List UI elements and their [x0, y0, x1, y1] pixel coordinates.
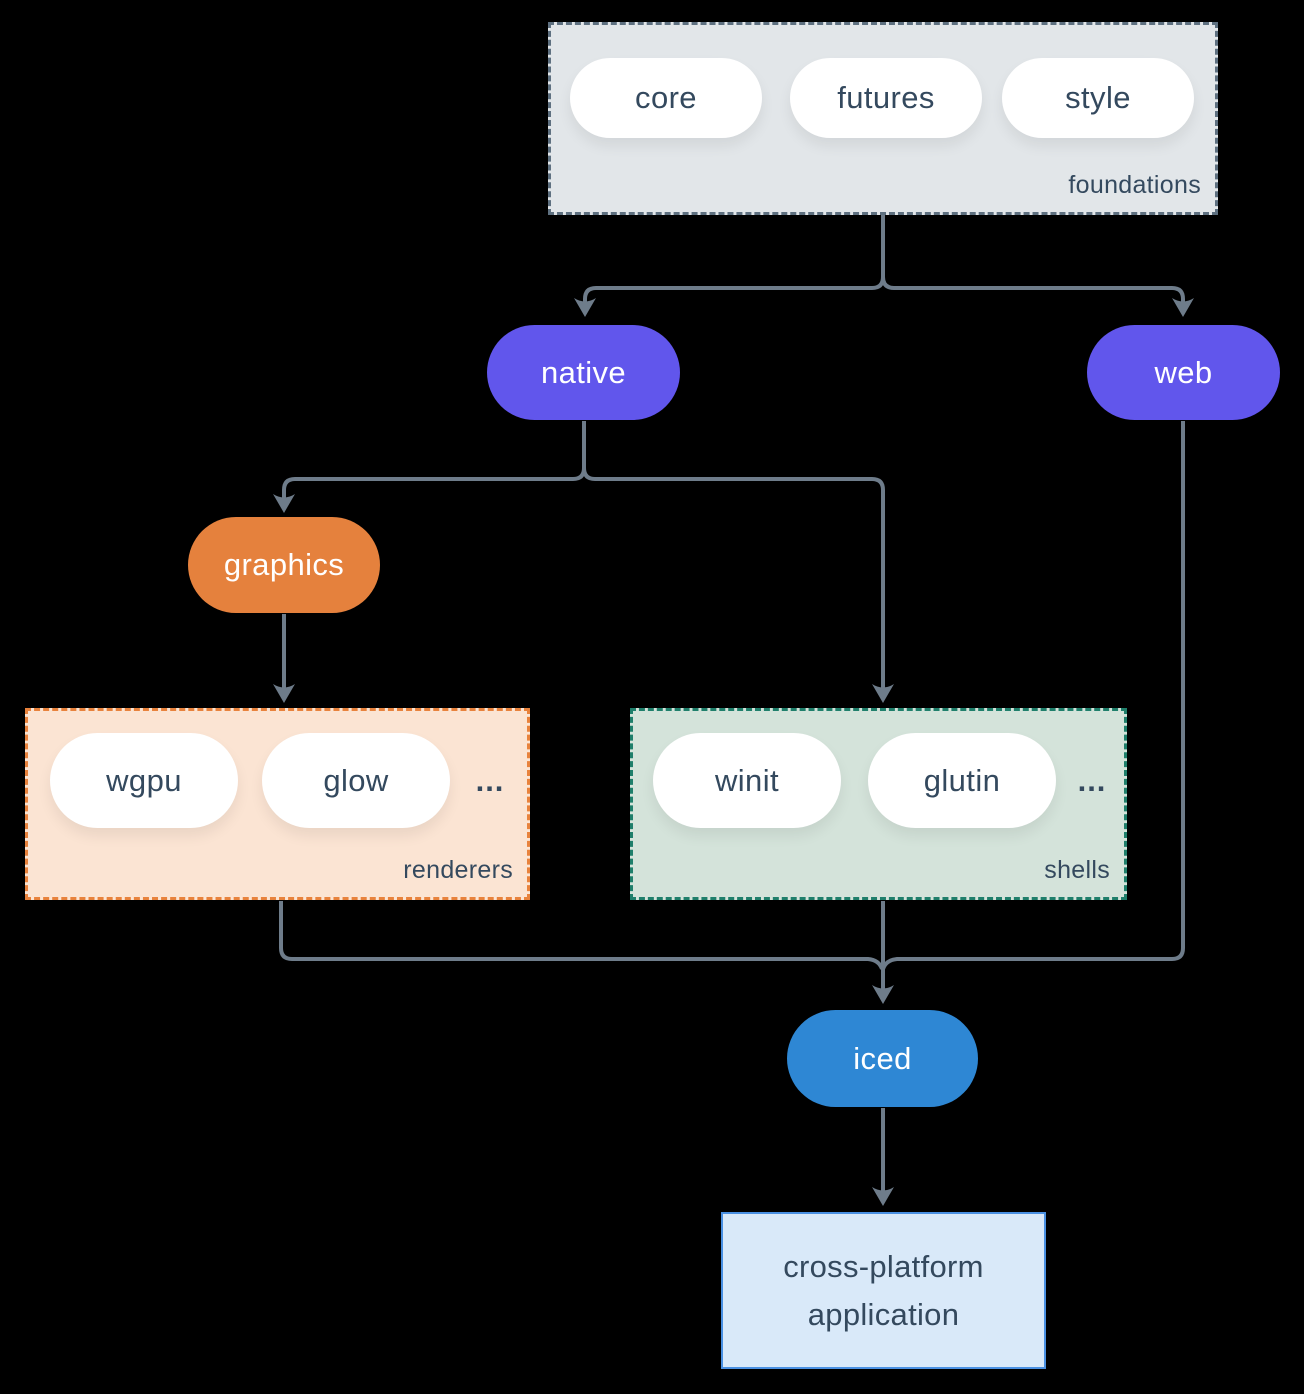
- node-web: web: [1087, 325, 1280, 420]
- node-futures-label: futures: [837, 80, 935, 115]
- arrowhead-web: [1172, 298, 1194, 317]
- shells-ellipsis: ...: [1077, 762, 1107, 798]
- node-application-label: cross-platform application: [783, 1248, 984, 1332]
- node-core: core: [570, 58, 762, 138]
- arrowhead-native: [574, 298, 596, 317]
- node-winit-label: winit: [714, 762, 779, 798]
- node-glow: glow: [262, 733, 450, 828]
- connector-web-iced: [881, 421, 1185, 970]
- node-web-label: web: [1154, 354, 1213, 390]
- arrowhead-shells: [872, 684, 894, 703]
- node-native: native: [487, 325, 680, 420]
- node-style-label: style: [1065, 80, 1131, 115]
- arrowhead-iced: [872, 985, 894, 1004]
- foundations-group-label: foundations: [1068, 171, 1201, 199]
- node-wgpu: wgpu: [50, 733, 238, 828]
- node-futures: futures: [790, 58, 982, 138]
- node-iced-label: iced: [853, 1040, 912, 1076]
- node-style: style: [1002, 58, 1194, 138]
- connector-foundations-native: [583, 215, 885, 303]
- shells-group-label: shells: [1044, 856, 1110, 884]
- connector-native-shells: [582, 421, 885, 689]
- node-glutin: glutin: [868, 733, 1056, 828]
- renderers-ellipsis: ...: [475, 762, 505, 798]
- node-graphics-label: graphics: [223, 547, 345, 582]
- node-winit: winit: [653, 733, 841, 828]
- arrowhead-graphics: [273, 494, 295, 513]
- connector-native-graphics: [282, 421, 586, 499]
- node-iced: iced: [787, 1010, 978, 1107]
- arrowhead-renderers: [273, 684, 295, 703]
- node-glutin-label: glutin: [923, 762, 1001, 798]
- connector-foundations-web: [881, 215, 1185, 303]
- arrowhead-application: [872, 1187, 894, 1206]
- connector-renderers-iced: [279, 901, 884, 970]
- node-wgpu-label: wgpu: [106, 762, 182, 798]
- node-graphics: graphics: [188, 517, 380, 613]
- node-native-label: native: [540, 354, 627, 390]
- node-core-label: core: [635, 80, 697, 115]
- node-glow-label: glow: [323, 762, 389, 798]
- renderers-group-label: renderers: [403, 856, 513, 884]
- node-cross-platform-application: cross-platform application: [721, 1212, 1046, 1369]
